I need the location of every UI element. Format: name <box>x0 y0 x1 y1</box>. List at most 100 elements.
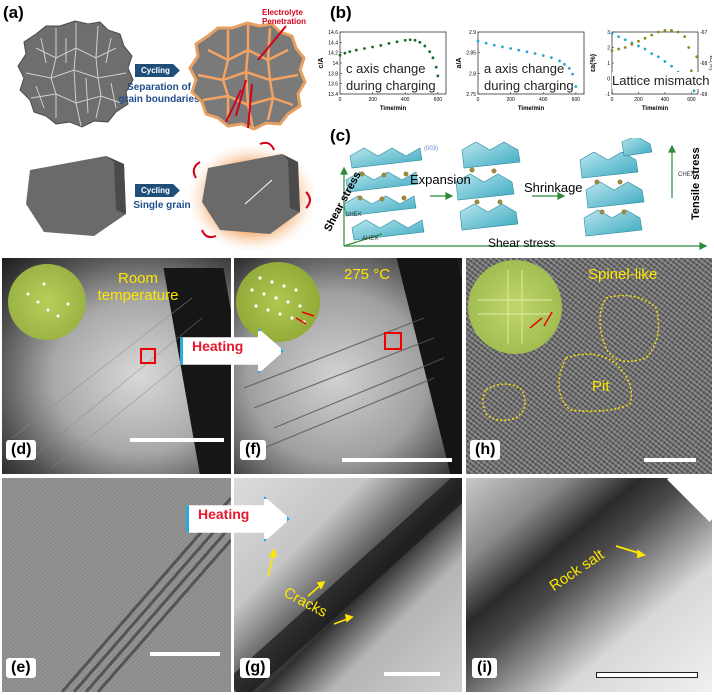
diffraction-inset-f <box>236 262 320 342</box>
y-right-tick-label: -69 <box>700 92 707 98</box>
x-tick-label: 400 <box>401 97 410 103</box>
data-point <box>695 55 699 59</box>
data-point <box>623 46 627 49</box>
x-tick-label: 200 <box>368 97 377 103</box>
data-point <box>379 44 383 47</box>
polycrystal-cracked <box>188 21 307 131</box>
data-point <box>637 44 640 48</box>
label-f: (f) <box>240 440 266 460</box>
data-point <box>689 69 693 73</box>
y-tick-label: 2.85 <box>466 51 476 57</box>
plane-label: (003) <box>424 146 439 152</box>
data-point <box>395 40 399 44</box>
y-tick-label: 14.2 <box>328 51 338 57</box>
electrolyte-text: Electrolyte Penetration <box>262 8 307 26</box>
x-axis-label: Time/min <box>518 106 545 112</box>
data-point <box>650 52 654 56</box>
y-axis-label: c/Å <box>318 58 325 69</box>
x-tick-label: 200 <box>634 97 643 103</box>
x-axis-label: Time/min <box>642 106 669 112</box>
data-point <box>617 35 621 39</box>
y-tick-label: 2 <box>607 46 610 52</box>
polycrystal-intact <box>17 20 134 128</box>
x-tick-label: 200 <box>506 97 515 103</box>
data-point <box>348 50 352 54</box>
label-e: (e) <box>6 658 36 678</box>
scalebar-g <box>384 672 440 676</box>
crystal-structure-diagram <box>340 138 708 250</box>
temperature-text: 275 °C <box>344 266 391 283</box>
single-grain-text: Single grain <box>133 200 191 211</box>
data-point <box>670 64 673 68</box>
y-tick-label: 14.6 <box>328 30 338 36</box>
y-right-axis-label: εc(%) <box>708 55 712 70</box>
data-point <box>408 38 412 42</box>
region-box-f <box>384 332 402 350</box>
micrograph-h: Spinel-like Pit (h) <box>466 258 712 474</box>
data-point <box>676 30 680 34</box>
data-point <box>343 51 347 55</box>
data-point <box>558 59 561 63</box>
a-axis-text: a axis change during charging <box>484 61 574 93</box>
data-point <box>563 62 566 66</box>
scalebar-f <box>342 458 452 462</box>
data-point <box>663 29 667 32</box>
y-tick-label: 14 <box>332 61 338 67</box>
data-point <box>492 43 496 47</box>
c-axis-text: c axis change during charging <box>346 61 436 93</box>
label-b: (b) <box>330 3 352 22</box>
cycling-arrow-1: Cycling <box>135 64 180 77</box>
label-d: (d) <box>6 440 37 460</box>
y-tick-label: 13.4 <box>328 92 338 98</box>
label-g: (g) <box>240 658 271 678</box>
y-tick-label: 0 <box>607 77 610 83</box>
data-point <box>533 52 537 55</box>
scalebar-e <box>150 652 220 656</box>
data-point <box>509 47 513 50</box>
data-point <box>574 85 578 88</box>
b-hex-label: bHEX <box>346 212 362 218</box>
data-point <box>541 54 545 57</box>
label-c: (c) <box>330 126 351 145</box>
data-point <box>692 89 696 93</box>
data-point <box>403 38 407 42</box>
a-hex-label: AHEX <box>362 236 379 242</box>
data-point <box>687 46 691 49</box>
x-tick-label: 600 <box>434 97 443 103</box>
x-tick-label: 600 <box>687 97 696 103</box>
data-point <box>670 29 673 32</box>
separation-text: Separation of grain boundaries <box>118 82 200 105</box>
label-h: (h) <box>470 440 501 460</box>
data-point <box>387 41 391 45</box>
y-right-tick-label: -68 <box>700 61 707 67</box>
scalebar-i <box>596 672 698 678</box>
shear-stress-bottom: Shear stress <box>488 236 556 250</box>
plot-frame <box>477 31 585 95</box>
region-box-d <box>140 348 156 364</box>
single-grain-stressed <box>190 141 314 250</box>
data-point <box>371 45 375 49</box>
data-point <box>610 49 614 52</box>
y-axis-label: εa(%) <box>590 54 597 72</box>
y-tick-label: 14.4 <box>328 40 338 46</box>
x-tick-label: 600 <box>572 97 581 103</box>
micrograph-d: Room temperature (d) <box>2 258 231 474</box>
data-point <box>549 56 553 60</box>
data-point <box>617 47 621 51</box>
data-point <box>363 47 366 50</box>
x-tick-label: 0 <box>477 97 480 103</box>
cycling-arrow-2: Cycling <box>135 184 180 197</box>
data-point <box>650 33 654 37</box>
y-axis-label: a/Å <box>456 58 463 69</box>
x-tick-label: 400 <box>661 97 670 103</box>
data-point <box>683 35 687 39</box>
x-axis-label: Time/min <box>380 106 407 112</box>
heating-text-1: Heating <box>192 338 244 354</box>
data-point <box>434 65 438 69</box>
data-point <box>476 39 480 43</box>
micrograph-f: 275 °C (f) <box>234 258 462 474</box>
data-point <box>501 45 504 49</box>
data-point <box>517 48 521 52</box>
